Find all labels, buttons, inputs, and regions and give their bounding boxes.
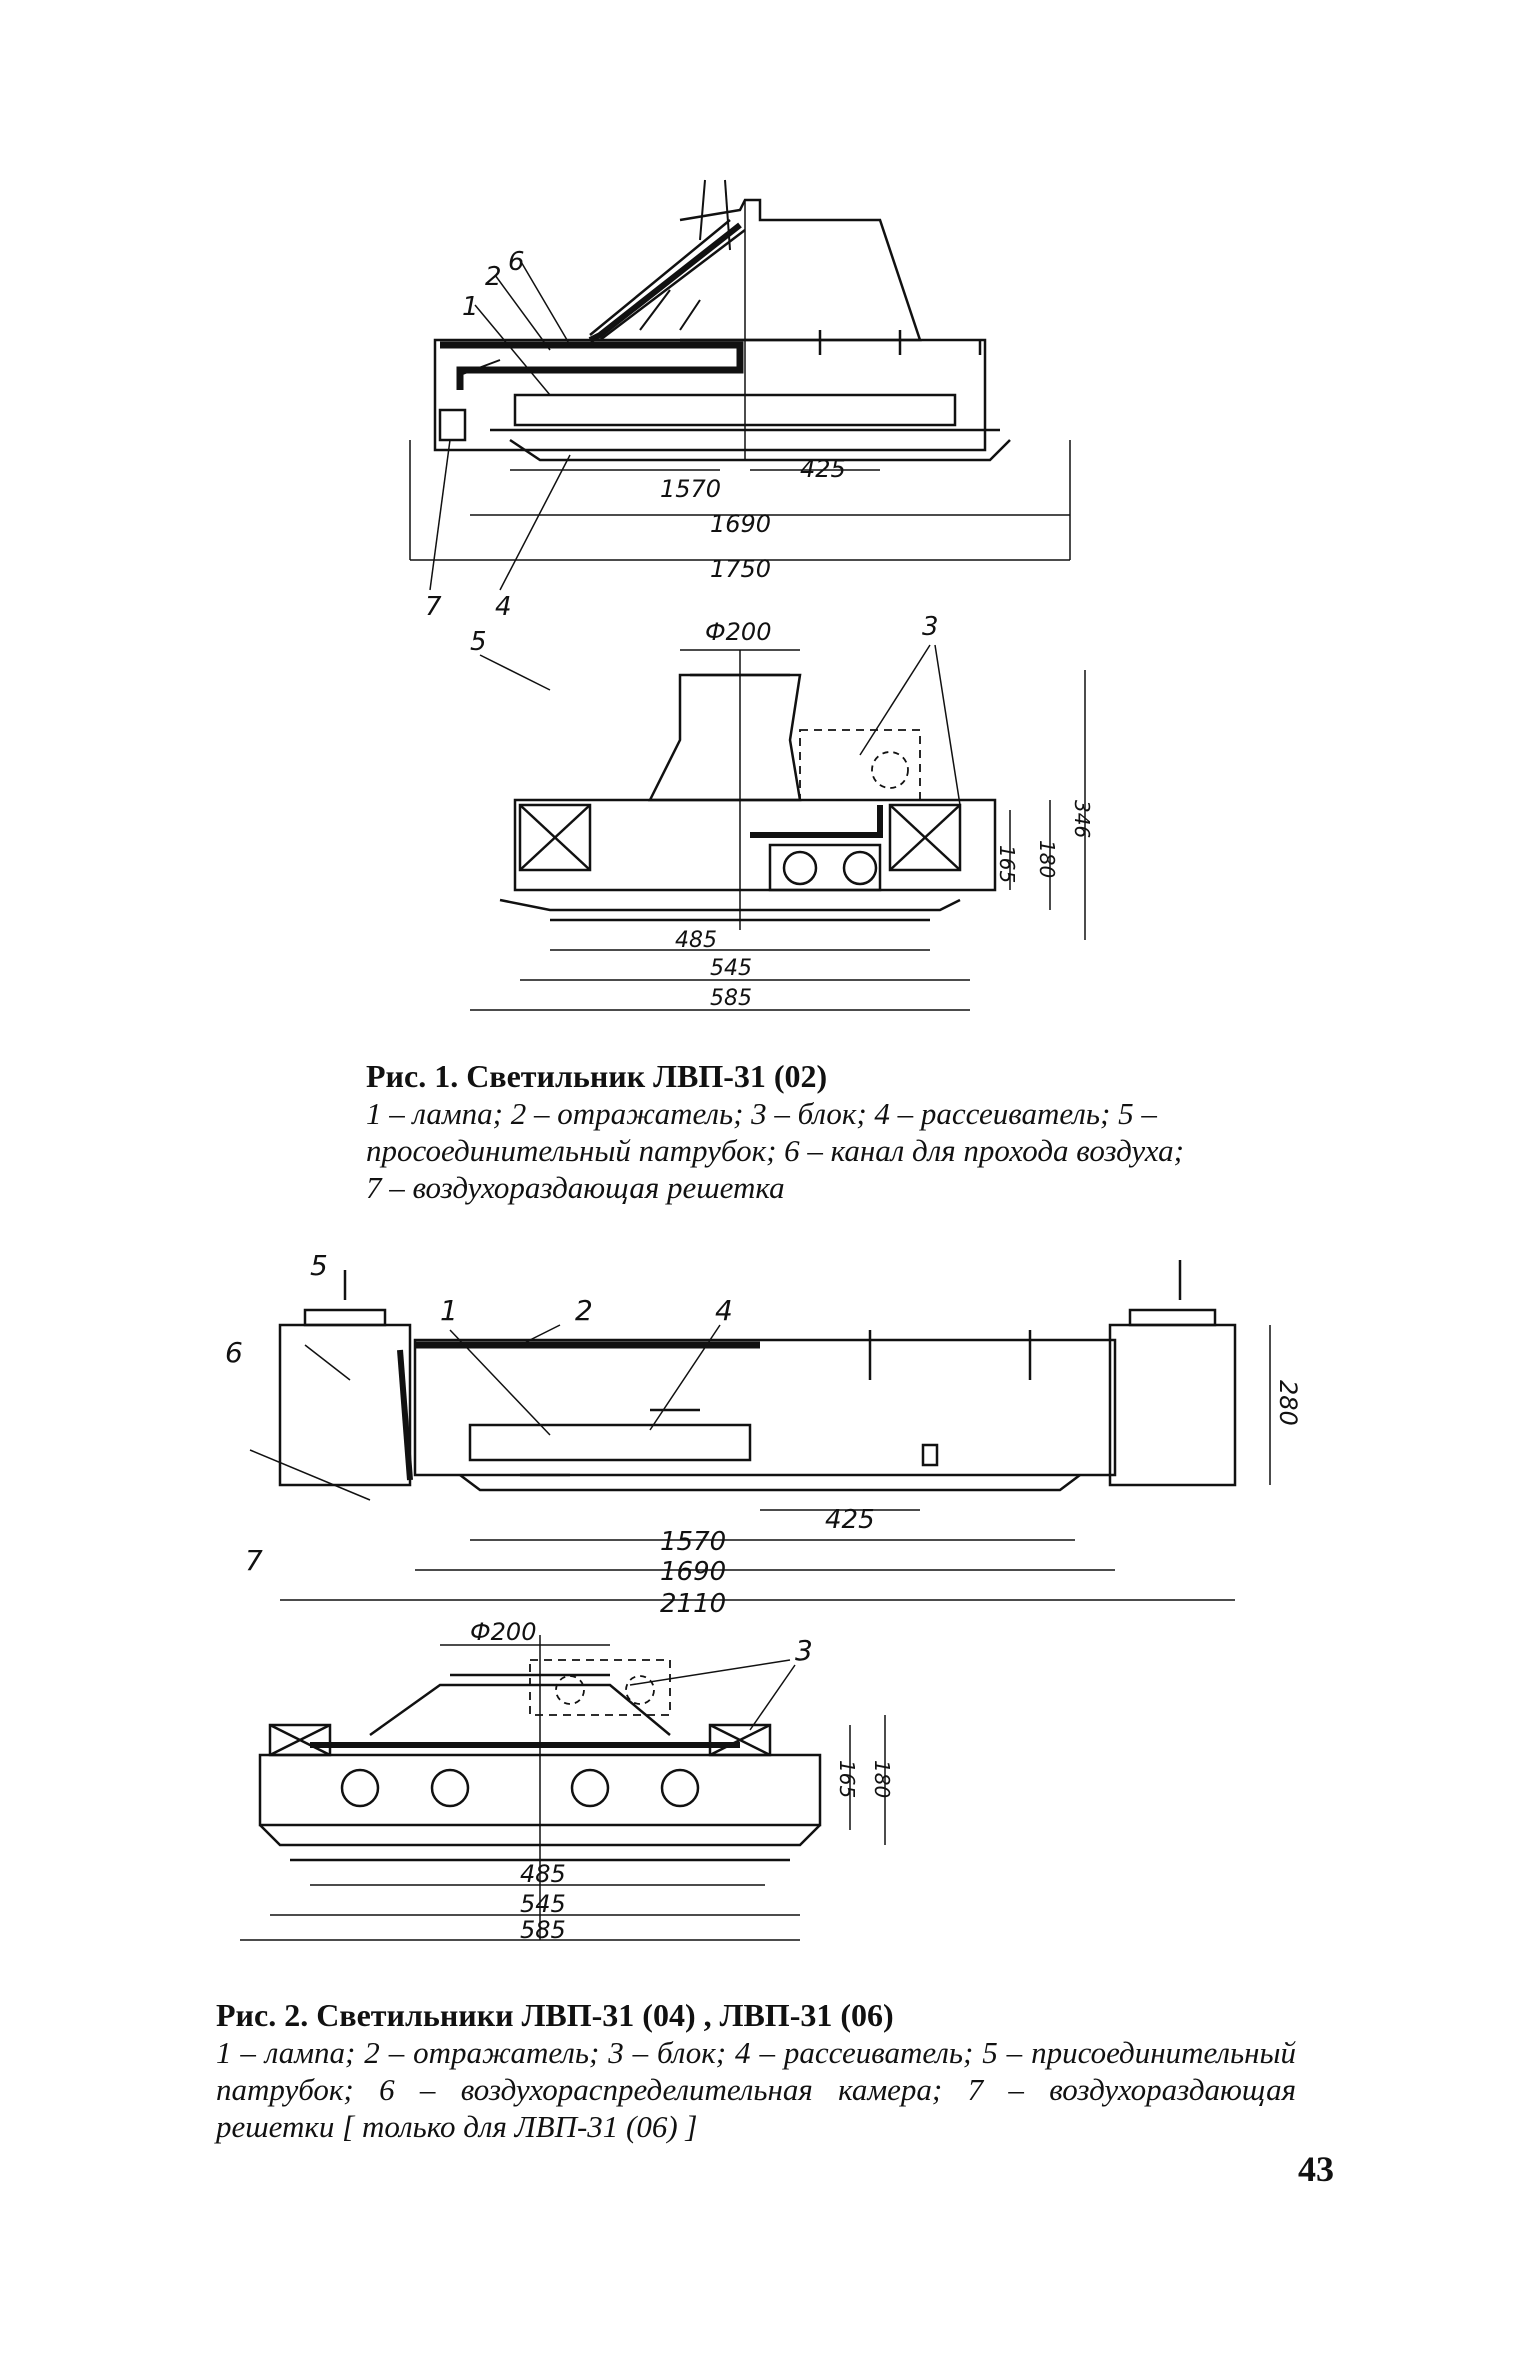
fig1-side-dim-585: 585 [710,986,752,1011]
figure2-caption-title: Рис. 2. Светильники ЛВП-31 (04) , ЛВП-31… [216,1997,894,2033]
fig1-top-dim-1690: 1690 [710,510,771,538]
fig2-top-dim-1570: 1570 [660,1527,726,1557]
fig2-side-dim-phi200: Ф200 [470,1620,536,1646]
figure1-caption-title: Рис. 1. Светильник ЛВП-31 (02) [366,1058,828,1094]
fig2-top-callout-7: 7 [245,1544,263,1577]
fig2-side-dim-165: 165 [835,1760,859,1798]
figure2-caption: Рис. 2. Светильники ЛВП-31 (04) , ЛВП-31… [216,1997,1296,2145]
fig2-side-dim-585: 585 [520,1916,566,1944]
fig1-side-dim-165: 165 [995,845,1019,883]
fig2-side-dim-545: 545 [520,1890,566,1918]
fig2-side-callout-3: 3 [795,1634,813,1667]
fig1-top-callout-6: 6 [508,247,525,277]
fig2-top-dim-2110: 2110 [660,1589,726,1619]
fig1-side-dim-545: 545 [710,956,752,981]
fig1-top-dim-1570: 1570 [660,475,721,503]
fig2-top-callout-2: 2 [575,1294,593,1327]
figure1-side-view: 5 3 Ф200 485 545 585 165 180 346 [470,612,1094,1011]
figure1-caption-legend: 1 – лампа; 2 – отражатель; 3 – блок; 4 –… [366,1096,1184,1205]
figure1-top-view: 2 6 1 7 4 1570 425 1690 1750 [409,179,1071,622]
fig2-top-callout-4: 4 [715,1294,733,1327]
fig1-top-callout-2: 2 [485,262,502,292]
fig1-side-dim-180: 180 [1035,840,1059,878]
fig1-side-dim-346: 346 [1070,800,1094,838]
fig2-top-callout-1: 1 [440,1294,458,1327]
fig2-side-dim-180: 180 [870,1760,894,1798]
page-number: 43 [1298,2149,1334,2189]
fig1-top-dim-1750: 1750 [710,555,771,583]
fig1-side-callout-3: 3 [922,612,939,642]
figure1-caption: Рис. 1. Светильник ЛВП-31 (02) 1 – лампа… [366,1058,1186,1206]
figure2-side-view: Ф200 3 165 180 485 545 585 [240,1620,894,1944]
fig1-side-dim-485: 485 [675,928,717,953]
fig2-top-callout-5: 5 [310,1250,328,1282]
fig2-top-callout-6: 6 [225,1336,243,1369]
fig1-top-callout-1: 1 [462,292,479,322]
fig1-top-dim-425: 425 [800,455,846,483]
fig1-top-callout-4: 4 [495,592,512,622]
fig1-top-callout-7: 7 [425,592,442,622]
fig2-top-dim-425: 425 [825,1505,875,1535]
fig1-side-dim-phi200: Ф200 [705,618,771,646]
fig2-top-dim-280: 280 [1274,1380,1302,1426]
fig2-top-dim-1690: 1690 [660,1557,726,1587]
fig2-side-dim-485: 485 [520,1860,566,1888]
fig1-side-callout-5: 5 [470,627,487,657]
figure2-top-view: 5 1 2 4 6 7 280 1570 425 1690 2110 [225,1250,1302,1619]
figure2-caption-legend: 1 – лампа; 2 – отражатель; 3 – блок; 4 –… [216,2035,1296,2144]
